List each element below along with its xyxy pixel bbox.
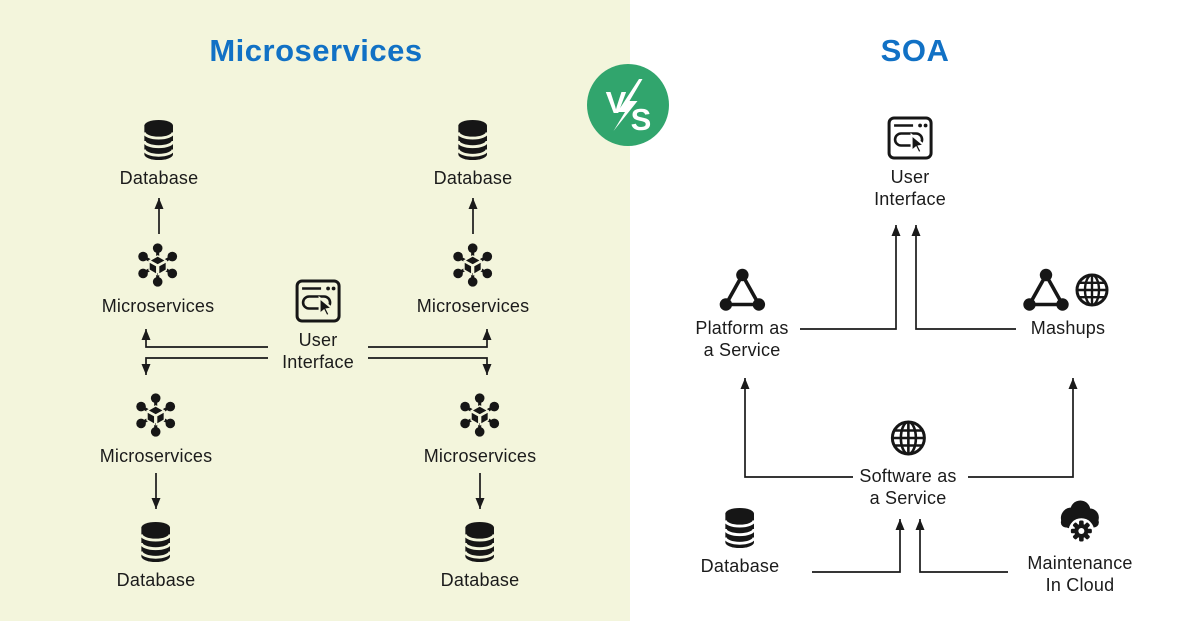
node-label-line2: Interface: [874, 189, 946, 209]
browser-icon: [887, 116, 933, 160]
microservices-panel-background: [0, 0, 630, 621]
node-mashups: Mashups: [1022, 268, 1114, 339]
node-software-as-a-service: Software as a Service: [859, 416, 956, 509]
arrow-maintenance-to-saas: [915, 519, 1008, 573]
node-label: Mashups: [1030, 318, 1106, 338]
microservices-title: Microservices: [209, 33, 423, 68]
vs-letter-s: S: [631, 102, 652, 137]
node-platform-as-a-service: Platform as a Service: [695, 268, 788, 361]
node-label-line1: Software as: [859, 466, 957, 486]
cloud-gear-icon: [1060, 500, 1099, 544]
node-label-line2: In Cloud: [1045, 575, 1115, 595]
arrow-mashups-to-ui: [911, 225, 1016, 330]
node-label-line1: Platform as: [695, 318, 789, 338]
node-label-line2: a Service: [869, 488, 947, 508]
node-label-line1: User: [890, 167, 930, 187]
node-label-line1: Maintenance: [1027, 553, 1133, 573]
node-label-line2: a Service: [703, 340, 781, 360]
node-label: Database: [700, 556, 780, 576]
arrow-saas-to-mashups: [968, 378, 1078, 478]
node-maintenance-in-cloud: Maintenance In Cloud: [1027, 497, 1132, 596]
triangle-nodes-globe-icon: [1023, 268, 1109, 311]
arrow-paas-to-ui: [800, 225, 901, 330]
node-user-interface-soa: User Interface: [874, 115, 946, 210]
triangle-nodes-icon: [719, 268, 765, 311]
globe-icon: [890, 420, 926, 456]
node-database-soa: Database: [701, 506, 780, 577]
lightning-bolt-icon: [613, 79, 643, 131]
arrow-database-to-saas: [812, 519, 905, 573]
arrow-saas-to-paas: [740, 378, 853, 478]
soa-title: SOA: [880, 33, 950, 68]
vs-badge: V S: [587, 64, 669, 146]
database-icon: [724, 507, 756, 549]
